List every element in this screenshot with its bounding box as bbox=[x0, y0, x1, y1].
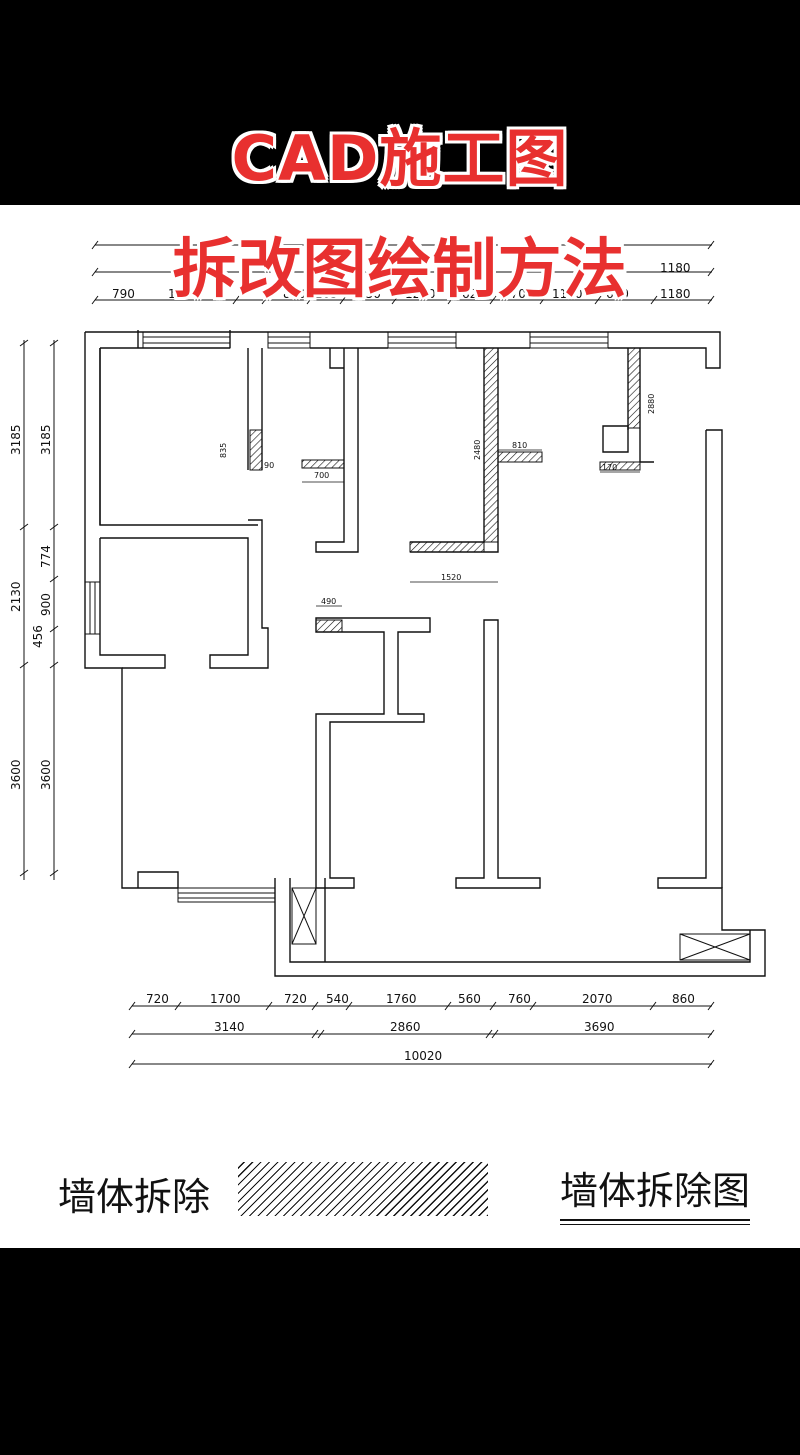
dim-bottom-label: 540 bbox=[326, 992, 349, 1006]
dim-bottom-total: 10020 bbox=[404, 1049, 442, 1063]
legend-hatch-swatch bbox=[238, 1162, 488, 1216]
dim-left-label: 3600 bbox=[39, 759, 53, 790]
top-dimension-labels: 790 150u 860 205 550 1200 620 570 1160 6… bbox=[112, 261, 691, 301]
dim-top-label: 150u bbox=[168, 287, 199, 301]
exterior-walls bbox=[84, 330, 766, 977]
bottom-black-band bbox=[0, 1248, 800, 1455]
legend-label: 墙体拆除 bbox=[58, 1175, 211, 1219]
interior-dimension-lines bbox=[302, 449, 640, 607]
dim-bottom-label: 3140 bbox=[214, 1020, 245, 1034]
left-dimension-labels: 3185 2130 3600 3185 774 900 456 3600 bbox=[9, 424, 53, 790]
dim-top-label: 1200 bbox=[405, 287, 436, 301]
top-dimension-lines bbox=[91, 240, 715, 305]
dim-interior-label: 490 bbox=[321, 597, 336, 606]
dim-interior-label: 1520 bbox=[441, 573, 461, 582]
shaft-crosses bbox=[291, 887, 751, 961]
dim-left-label: 2130 bbox=[9, 581, 23, 612]
demolished-walls-hatched bbox=[249, 347, 641, 633]
interior-walls bbox=[100, 347, 654, 889]
dim-top-label: 1180 bbox=[660, 287, 691, 301]
dim-top-label: 1180 bbox=[660, 261, 691, 275]
dim-left-label: 456 bbox=[31, 625, 45, 648]
dim-top-label: 1160 bbox=[552, 287, 583, 301]
bottom-dimension-lines bbox=[128, 1001, 715, 1069]
dim-bottom-label: 1700 bbox=[210, 992, 241, 1006]
dim-left-label: 3600 bbox=[9, 759, 23, 790]
dim-bottom-label: 3690 bbox=[584, 1020, 615, 1034]
dim-bottom-label: 760 bbox=[508, 992, 531, 1006]
dim-bottom-label: 860 bbox=[672, 992, 695, 1006]
dim-interior-label: 835 bbox=[219, 443, 228, 458]
bottom-dimension-labels: 720 1700 720 540 1760 560 760 2070 860 3… bbox=[146, 992, 695, 1063]
subtitle: 拆改图绘制方法 bbox=[172, 233, 628, 307]
dim-left-label: 3185 bbox=[39, 424, 53, 455]
dim-bottom-label: 2070 bbox=[582, 992, 613, 1006]
main-title: CAD施工图 bbox=[231, 122, 569, 195]
dim-left-label: 900 bbox=[39, 593, 53, 616]
drawing-heading: 墙体拆除图 bbox=[560, 1160, 751, 1225]
dim-bottom-label: 560 bbox=[458, 992, 481, 1006]
dim-interior-label: 810 bbox=[512, 441, 527, 450]
dim-interior-label: 170 bbox=[602, 463, 617, 472]
dim-top-label: 860 bbox=[283, 287, 306, 301]
dim-bottom-label: 720 bbox=[146, 992, 169, 1006]
interior-dimension-labels: 835 90 700 2480 810 2880 170 1520 490 bbox=[219, 394, 656, 606]
dim-interior-label: 2480 bbox=[473, 440, 482, 460]
dim-bottom-label: 1760 bbox=[386, 992, 417, 1006]
dim-top-label: 205 bbox=[315, 287, 338, 301]
window-frames bbox=[84, 331, 609, 903]
dim-top-label: 650 bbox=[606, 287, 629, 301]
dim-top-label: 550 bbox=[358, 287, 381, 301]
dim-interior-label: 700 bbox=[314, 471, 329, 480]
left-dimension-lines bbox=[19, 339, 59, 880]
drawing-sheet bbox=[0, 205, 800, 1248]
dim-interior-label: 2880 bbox=[647, 394, 656, 414]
dim-left-label: 3185 bbox=[9, 424, 23, 455]
dim-top-label: 620 bbox=[462, 287, 485, 301]
dim-top-label: 790 bbox=[112, 287, 135, 301]
top-black-band bbox=[0, 0, 800, 205]
dim-interior-label: 90 bbox=[264, 461, 274, 470]
dim-bottom-label: 2860 bbox=[390, 1020, 421, 1034]
dim-left-label: 774 bbox=[39, 545, 53, 568]
dim-bottom-label: 720 bbox=[284, 992, 307, 1006]
dim-top-label: 570 bbox=[503, 287, 526, 301]
